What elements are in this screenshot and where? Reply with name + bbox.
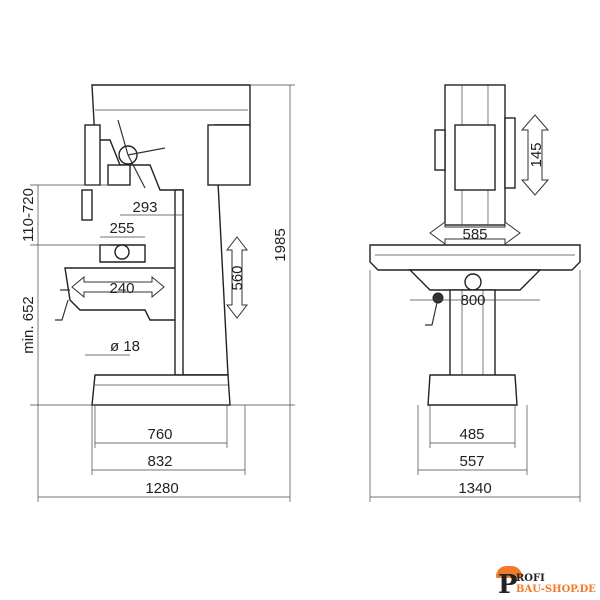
front-view-labels: 145 585 800 485 557 1340 — [458, 142, 545, 497]
front-view-dimension-lines — [369, 114, 581, 502]
dim-145: 145 — [528, 142, 545, 167]
side-view-dimension-lines — [30, 84, 295, 502]
logo-line2: BAU-SHOP.DE — [516, 584, 596, 595]
dim-485: 485 — [459, 426, 484, 443]
dim-557: 557 — [459, 453, 484, 470]
dim-t-slot: ø 18 — [110, 338, 140, 355]
dim-255: 255 — [109, 220, 134, 237]
front-view-machine — [369, 84, 581, 406]
dim-585: 585 — [462, 226, 487, 243]
dim-800: 800 — [460, 292, 485, 309]
profi-bau-shop-logo: P ROFI BAU-SHOP.DE — [496, 566, 596, 600]
dim-1985: 1985 — [272, 228, 289, 261]
dim-1280: 1280 — [145, 480, 178, 497]
logo-letter: P — [498, 570, 518, 600]
dim-560: 560 — [229, 265, 246, 290]
hard-hat-icon — [496, 566, 522, 578]
side-view-machine — [55, 84, 251, 406]
dim-min-652: min. 652 — [20, 296, 37, 354]
side-view-labels: 1985 110-720 min. 652 293 255 240 560 ø … — [20, 188, 289, 497]
dim-293: 293 — [132, 199, 157, 216]
dim-832: 832 — [147, 453, 172, 470]
dim-1340: 1340 — [458, 480, 491, 497]
dim-240: 240 — [109, 280, 134, 297]
dim-760: 760 — [147, 426, 172, 443]
logo-line1: ROFI — [516, 573, 545, 584]
dim-110-720: 110-720 — [20, 188, 37, 242]
